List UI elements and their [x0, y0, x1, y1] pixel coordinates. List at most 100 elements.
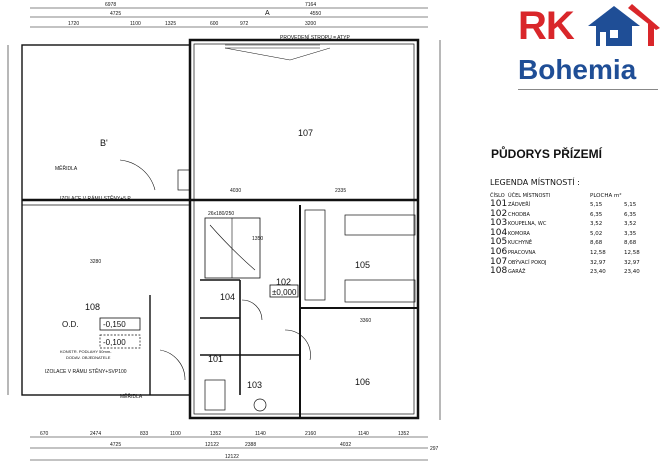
legend-col-number: ČÍSLO	[490, 193, 505, 199]
room-label-101: 101	[208, 354, 223, 364]
room-area: 8,68	[590, 240, 603, 247]
dim-text: 4725	[110, 442, 121, 448]
house-inner-outline	[193, 43, 415, 415]
logo-rk: RK	[518, 4, 575, 48]
room-area-alt: 32,97	[624, 259, 640, 266]
section-a-mark: A	[265, 10, 270, 17]
legend-heading: LEGENDA MÍSTNOSTÍ :	[490, 178, 580, 187]
dim-text: 1350	[252, 236, 263, 242]
stair-arrow	[209, 224, 256, 271]
dim-text: 6978	[105, 2, 116, 8]
dim-text: 4032	[340, 442, 351, 448]
room-number: 101	[490, 199, 508, 209]
bathtub	[204, 379, 226, 411]
kitchen-island	[344, 279, 416, 303]
kitchen-counter	[344, 214, 416, 236]
room-number: 107	[490, 256, 508, 267]
dim-text: 2160	[305, 431, 316, 437]
logo-bohemia: Bohemia	[518, 54, 637, 85]
room-area: 3,52	[590, 221, 603, 228]
rk-bohemia-logo: RK Bohemia	[514, 4, 662, 90]
floor-value: -0,100	[103, 338, 126, 347]
legend-col-purpose: ÚČEL MÍSTNOSTI	[508, 193, 551, 199]
room-area: 12,58	[590, 249, 606, 256]
house-outline	[188, 38, 420, 420]
dim-text: 12122	[205, 442, 219, 448]
logo-underline	[518, 89, 658, 90]
dim-text: 1100	[170, 431, 181, 437]
room-number: 103	[490, 218, 508, 229]
room-name: KOUPELNA, WC	[508, 221, 547, 228]
dim-text: 833	[140, 431, 149, 437]
room-number: 108	[490, 266, 508, 277]
dim-text: 600	[210, 21, 219, 27]
page-title: PŮDORYS PŘÍZEMÍ	[491, 147, 602, 161]
room-area: 23,40	[590, 269, 606, 276]
dim-text: 4550	[310, 11, 321, 17]
room-area-alt: 6,35	[624, 211, 637, 218]
room-label-106: 106	[355, 377, 370, 387]
room-number: 105	[490, 237, 508, 248]
kitchen-counter	[304, 209, 326, 301]
dim-text: 1100	[130, 21, 141, 27]
room-area-alt: 3,35	[624, 230, 637, 237]
room-area: 5,02	[590, 230, 603, 237]
room-name: KOMORA	[508, 230, 530, 237]
room-name: KUCHYNĚ	[508, 240, 533, 247]
level-box	[99, 317, 141, 331]
room-area: 6,35	[590, 211, 603, 218]
meter-note: MĚŘIDLA	[120, 392, 143, 400]
lintel-mark	[224, 47, 331, 61]
dim-text: 2388	[245, 442, 256, 448]
door-swing	[241, 299, 263, 321]
room-label-102: 102	[276, 277, 291, 287]
room-area-alt: 8,68	[624, 240, 637, 247]
insulation-note: IZOLACE V RÁMU STĚNY+5.P	[60, 194, 131, 202]
room-area: 5,15	[590, 202, 603, 208]
room-label-108: 108	[85, 302, 100, 312]
dim-text: 3200	[305, 21, 316, 27]
dim-text: 972	[240, 21, 249, 27]
door-swing	[159, 349, 186, 381]
dim-text: 7164	[305, 2, 316, 8]
dim-text: 297	[430, 446, 439, 452]
od-value: -0,150	[103, 320, 126, 329]
room-name: ZÁDVEŘÍ	[508, 202, 531, 208]
room-area-alt: 23,40	[624, 269, 640, 276]
floor-note: KONSTR. PODLAHY 50mm-	[60, 349, 112, 354]
room-label-105: 105	[355, 260, 370, 270]
dim-text: 1325	[165, 21, 176, 27]
room-name: OBÝVACÍ POKOJ	[508, 259, 547, 266]
dim-text: 1140	[255, 431, 266, 437]
room-name: PRACOVNA	[508, 249, 536, 256]
meter-note: MĚŘIDLA	[55, 164, 78, 172]
room-area: 32,97	[590, 259, 606, 266]
floor-level-box	[99, 334, 141, 349]
room-label-104: 104	[220, 292, 235, 302]
od-label: O.D.	[62, 320, 78, 329]
level-box	[269, 284, 299, 298]
door-swing	[284, 329, 311, 361]
dim-text: 12122	[225, 454, 239, 460]
room-number: 102	[490, 208, 508, 219]
house-icon	[588, 4, 660, 46]
dim-text: 1352	[398, 431, 409, 437]
lintel-note: PROVEDENÍ STROPU = ATYP	[280, 34, 350, 41]
room-label-107: 107	[298, 128, 313, 138]
room-number: 106	[490, 246, 508, 257]
room-area-alt: 12,58	[624, 249, 640, 256]
floor-note: DODAV. OBJEDNATELE	[66, 355, 111, 360]
dim-text: 2335	[335, 188, 346, 194]
stair-note: 26x180/250	[208, 211, 234, 217]
dim-text: 4725	[110, 11, 121, 17]
dim-text: 3360	[360, 318, 371, 324]
